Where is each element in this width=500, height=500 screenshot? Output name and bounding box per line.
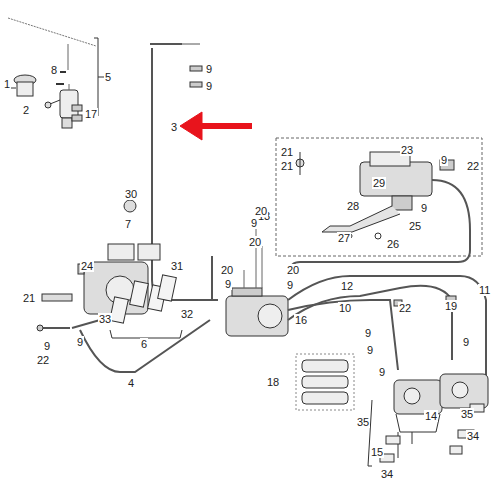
- callout-number: 22: [466, 160, 480, 172]
- callout-number: 30: [124, 188, 138, 200]
- callout-number: 20: [248, 236, 262, 248]
- callout-number: 9: [378, 366, 386, 378]
- callout-number: 22: [398, 302, 412, 314]
- callout-number: 9: [286, 279, 294, 291]
- callout-number: 11: [478, 284, 491, 296]
- callout-number: 27: [337, 232, 351, 244]
- callout-number: 35: [356, 416, 370, 428]
- callout-number: 24: [80, 260, 94, 272]
- callout-number: 23: [400, 144, 414, 156]
- callout-number: 28: [346, 200, 360, 212]
- callout-number: 21: [22, 292, 36, 304]
- callout-number: 9: [250, 217, 258, 229]
- callout-number: 32: [180, 308, 194, 320]
- callout-number: 25: [408, 220, 422, 232]
- callout-number: 9: [366, 344, 374, 356]
- callout-number: 33: [98, 313, 112, 325]
- callout-number: 29: [372, 177, 386, 189]
- callout-number: 35: [460, 408, 474, 420]
- callout-number: 3: [170, 121, 178, 133]
- callout-number: 15: [370, 446, 384, 458]
- callout-number: 1: [3, 78, 11, 90]
- callout-number: 9: [205, 63, 213, 75]
- callout-number: 20: [254, 205, 268, 217]
- callout-number: 10: [338, 302, 352, 314]
- callout-number: 9: [76, 336, 84, 348]
- callout-number: 5: [104, 71, 112, 83]
- callout-number: 26: [386, 238, 400, 250]
- callout-number: 16: [294, 314, 308, 326]
- callout-number: 4: [127, 377, 135, 389]
- callout-number: 21: [280, 146, 294, 158]
- callout-number: 14: [424, 410, 438, 422]
- callout-number: 9: [364, 327, 372, 339]
- callout-number: 9: [420, 202, 428, 214]
- callout-number: 9: [440, 154, 448, 166]
- callout-number: 9: [462, 336, 470, 348]
- callout-number: 7: [124, 218, 132, 230]
- callout-number: 20: [286, 264, 300, 276]
- callout-number: 21: [280, 160, 294, 172]
- callout-number: 17: [84, 108, 98, 120]
- callout-number: 9: [224, 278, 232, 290]
- callout-number: 22: [36, 354, 50, 366]
- callout-number: 34: [466, 430, 480, 442]
- callout-number: 19: [444, 300, 458, 312]
- callout-number: 9: [205, 80, 213, 92]
- callout-number: 18: [266, 376, 280, 388]
- callout-number: 20: [220, 264, 234, 276]
- callout-number: 2: [22, 104, 30, 116]
- callout-number: 12: [340, 280, 354, 292]
- callout-number: 34: [380, 468, 394, 480]
- callout-number: 9: [43, 340, 51, 352]
- callout-number: 6: [140, 338, 148, 350]
- callout-number: 8: [50, 64, 58, 76]
- callout-number: 31: [170, 260, 184, 272]
